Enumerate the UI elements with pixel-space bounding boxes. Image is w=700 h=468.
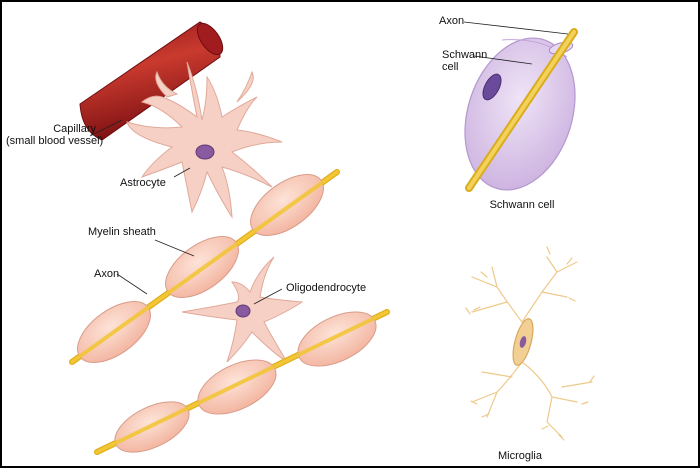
leader-lines xyxy=(89,21,569,305)
astrocyte-illustration xyxy=(126,61,283,219)
label-oligodendrocyte: Oligodendrocyte xyxy=(286,282,367,294)
myelinated-axon-upper xyxy=(69,169,340,365)
label-capillary: Capillary xyxy=(53,123,96,135)
label-astrocyte: Astrocyte xyxy=(120,177,166,189)
label-myelin-sheath: Myelin sheath xyxy=(88,226,156,238)
caption-schwann-cell: Schwann cell xyxy=(489,199,555,211)
myelinated-axon-lower xyxy=(94,309,390,455)
capillary-illustration xyxy=(79,21,224,141)
microglia-illustration xyxy=(465,246,595,441)
label-schwann-line2: cell xyxy=(442,61,459,73)
label-axon-left: Axon xyxy=(94,268,120,280)
schwann-cell-illustration xyxy=(464,28,578,192)
caption-microglia: Microglia xyxy=(497,450,542,462)
label-axon-right: Axon xyxy=(439,15,465,27)
label-capillary-sub: (small blood vessel) xyxy=(6,135,104,147)
label-schwann-line1: Schwann xyxy=(442,49,488,61)
